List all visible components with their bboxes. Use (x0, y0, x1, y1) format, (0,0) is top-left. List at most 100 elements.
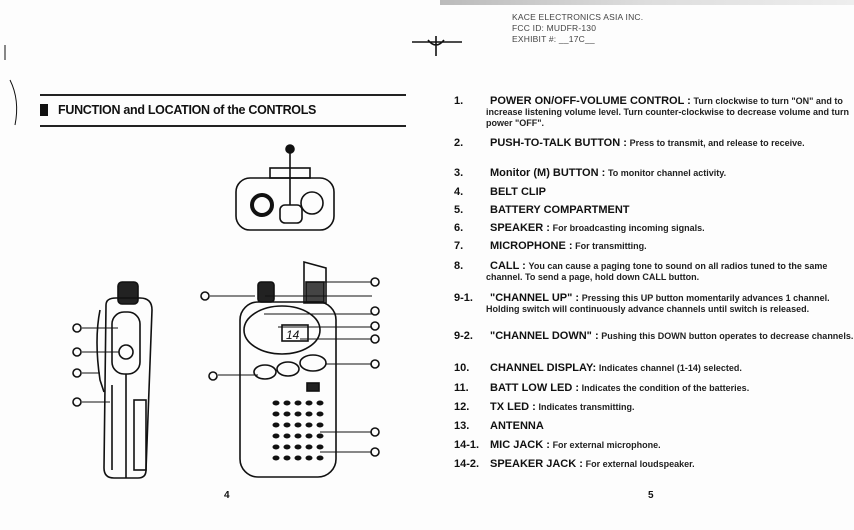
control-item-description: You can cause a paging tone to sound on … (486, 261, 828, 282)
control-item: 14-1. MIC JACK : For external microphone. (454, 439, 854, 451)
control-item-label: Monitor (M) BUTTON : (490, 167, 606, 179)
grille-hole (305, 422, 313, 428)
grille-hole (305, 411, 313, 417)
grille-hole (316, 444, 324, 450)
control-item: 1. POWER ON/OFF-VOLUME CONTROL : Turn clo… (454, 95, 854, 129)
control-item-label: POWER ON/OFF-VOLUME CONTROL : (490, 95, 691, 107)
control-item-number: 9-2. (454, 330, 473, 342)
pen-marks (4, 45, 18, 126)
grille-hole (283, 422, 291, 428)
section-title: FUNCTION and LOCATION of the CONTROLS (58, 103, 317, 117)
header-exhibit: EXHIBIT #: __17C__ (512, 34, 595, 44)
control-item-description: Indicates the condition of the batteries… (581, 383, 750, 393)
header-company: KACE ELECTRONICS ASIA INC. (512, 12, 644, 22)
control-item: 8. CALL : You can cause a paging tone to … (454, 260, 854, 283)
control-item-label: PUSH-TO-TALK BUTTON : (490, 137, 627, 149)
header-fcc-id: FCC ID: MUDFR-130 (512, 23, 597, 33)
control-item-number: 8. (454, 260, 464, 272)
control-item-number: 5. (454, 204, 464, 216)
control-item-number: 13. (454, 420, 470, 432)
radio-top-view (235, 144, 335, 231)
control-item-description: For transmitting. (575, 241, 647, 251)
control-item: 14-2. SPEAKER JACK : For external loudspe… (454, 458, 854, 470)
grille-hole (283, 444, 291, 450)
control-item: 11. BATT LOW LED : Indicates the conditio… (454, 382, 854, 394)
grille-hole (272, 400, 280, 406)
grille-hole (283, 400, 291, 406)
grille-hole (294, 411, 302, 417)
control-item-label: MIC JACK : (490, 439, 550, 451)
control-item-label: BELT CLIP (490, 186, 547, 198)
control-item-description: Press to transmit, and release to receiv… (629, 138, 805, 148)
radio-side-view (72, 281, 153, 479)
control-item-description: For broadcasting incoming signals. (552, 223, 705, 233)
grille-hole (272, 422, 280, 428)
control-item-description: Indicates transmitting. (538, 402, 635, 412)
grille-hole (305, 444, 313, 450)
control-item-number: 11. (454, 382, 469, 394)
control-item-number: 10. (454, 362, 470, 374)
grille-hole (272, 433, 280, 439)
control-item: 4. BELT CLIP (454, 186, 854, 198)
control-item-label: BATT LOW LED : (490, 382, 579, 394)
control-item-label: "CHANNEL DOWN" : (490, 330, 599, 342)
control-item-description: Indicates channel (1-14) selected. (598, 363, 742, 373)
control-item-label: SPEAKER JACK : (490, 458, 583, 470)
page-number-left: 4 (224, 490, 230, 501)
control-item-number: 7. (454, 240, 464, 252)
title-rule-bottom (40, 125, 406, 127)
control-item: 10.CHANNEL DISPLAY: Indicates channel (1… (454, 362, 854, 374)
grille-hole (305, 400, 313, 406)
control-item-description: Turn clockwise to turn "ON" and to incre… (486, 96, 849, 128)
grille-hole (294, 455, 302, 461)
grille-hole (294, 433, 302, 439)
control-item-number: 14-2. (454, 458, 480, 470)
grille-hole (316, 400, 324, 406)
scan-edge (440, 0, 854, 5)
grille-hole (305, 455, 313, 461)
control-item-label: "CHANNEL UP" : (490, 292, 580, 304)
grille-hole (294, 444, 302, 450)
grille-hole (272, 455, 280, 461)
grille-hole (283, 433, 291, 439)
control-item-description: For external microphone. (552, 440, 661, 450)
speaker-grille (272, 400, 324, 461)
control-item-number: 1. (454, 95, 464, 107)
control-item: 9-2."CHANNEL DOWN" : Pushing this DOWN b… (454, 330, 854, 342)
title-marker (40, 104, 48, 116)
control-item-label: ANTENNA (490, 420, 544, 432)
grille-hole (316, 422, 324, 428)
grille-hole (316, 455, 324, 461)
control-item: 2.PUSH-TO-TALK BUTTON : Press to transmi… (454, 137, 854, 149)
control-item-number: 14-1. (454, 439, 480, 451)
channel-display-value: 14 (286, 328, 300, 342)
page-number-right: 5 (648, 490, 654, 501)
title-rule-top (40, 94, 406, 96)
grille-hole (294, 400, 302, 406)
grille-hole (272, 411, 280, 417)
control-item-number: 12. (454, 401, 470, 413)
control-item: 5. BATTERY COMPARTMENT (454, 204, 854, 216)
control-item-label: BATTERY COMPARTMENT (490, 204, 630, 216)
control-item-number: 9-1. (454, 292, 473, 304)
control-item-number: 4. (454, 186, 464, 198)
control-item-label: TX LED : (490, 401, 536, 413)
grille-hole (316, 411, 324, 417)
control-item-description: To monitor channel activity. (607, 168, 727, 178)
control-item-number: 6. (454, 222, 464, 234)
control-item-label: CALL : (490, 260, 526, 272)
binder-mark (412, 36, 462, 56)
grille-hole (283, 455, 291, 461)
control-item: 7.MICROPHONE : For transmitting. (454, 240, 854, 252)
radio-front-view: 14 (200, 260, 380, 478)
control-item-description: For external loudspeaker. (585, 459, 695, 469)
grille-hole (283, 411, 291, 417)
control-item-number: 3. (454, 167, 464, 179)
control-item-description: Pressing this UP button momentarily adva… (486, 293, 830, 314)
control-item-label: SPEAKER : (490, 222, 550, 234)
grille-hole (272, 444, 280, 450)
control-item: 3. Monitor (M) BUTTON : To monitor channe… (454, 167, 854, 179)
control-item: 13. ANTENNA (454, 420, 854, 432)
